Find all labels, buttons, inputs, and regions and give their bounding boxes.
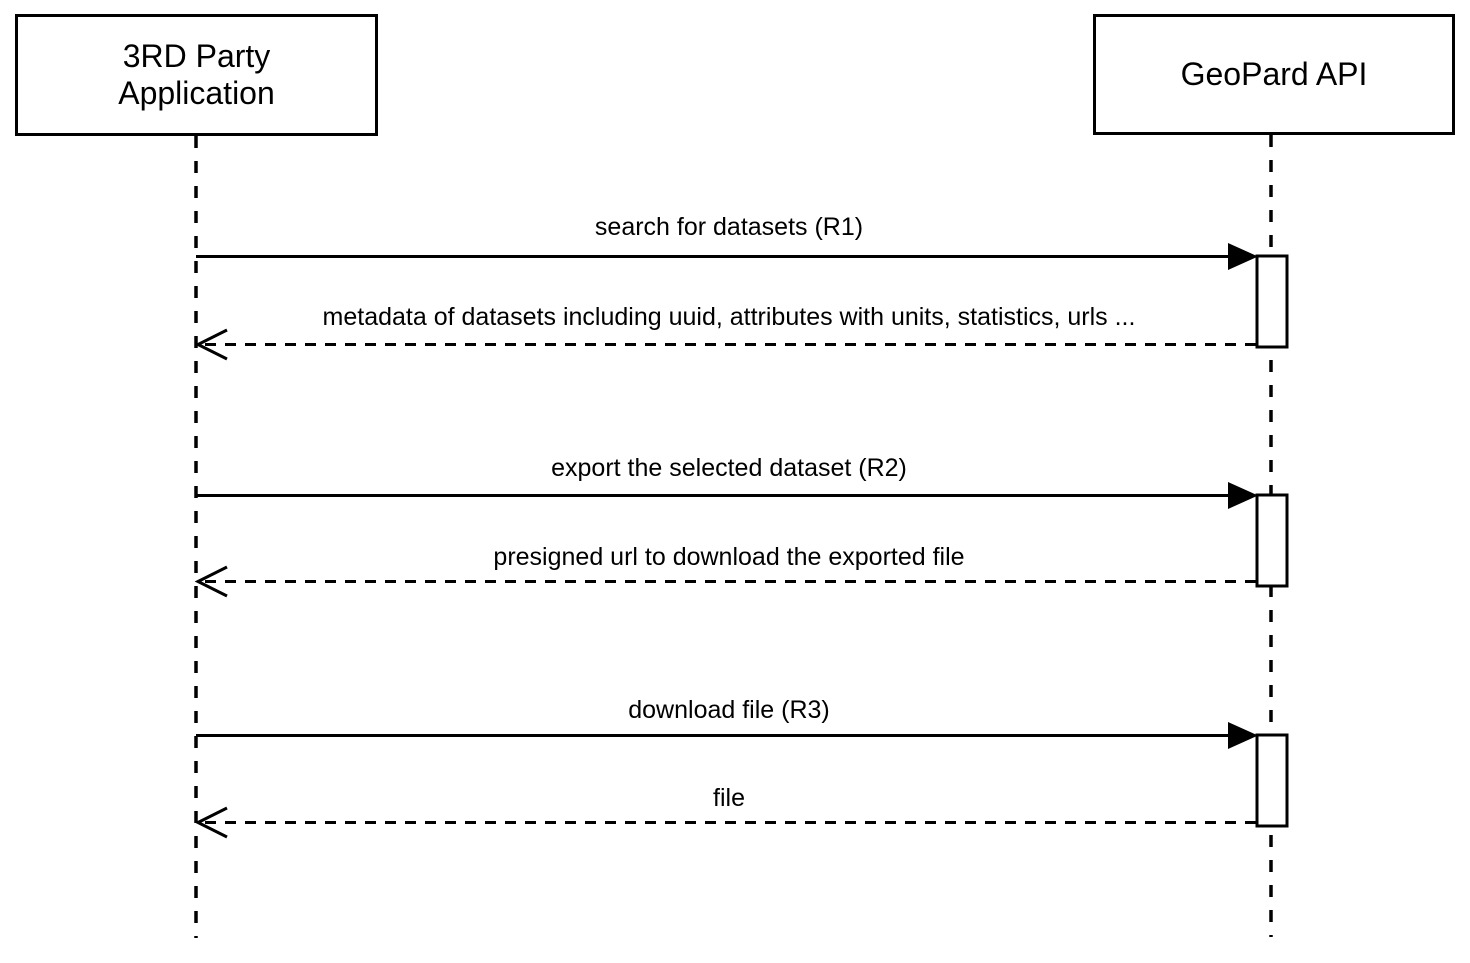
message-arrow-response-presigned-url bbox=[194, 565, 1256, 598]
filled-arrowhead-icon bbox=[1228, 482, 1258, 509]
open-arrowhead-icon bbox=[194, 806, 228, 839]
open-arrowhead-icon bbox=[194, 328, 228, 361]
message-label-file: file bbox=[713, 784, 745, 812]
message-arrow-response-file bbox=[194, 806, 1256, 839]
message-label-download-file: download file (R3) bbox=[628, 696, 830, 724]
activation-bar-2 bbox=[1255, 493, 1289, 588]
filled-arrowhead-icon bbox=[1228, 722, 1258, 749]
message-arrow-request-r1 bbox=[196, 243, 1258, 270]
actor-label-3rd-party-application: 3RD Party Application bbox=[118, 37, 275, 111]
activation-bar-3 bbox=[1255, 733, 1289, 828]
message-arrow-request-r2 bbox=[196, 482, 1258, 509]
message-label-presigned-url: presigned url to download the exported f… bbox=[493, 543, 965, 571]
message-label-search-datasets: search for datasets (R1) bbox=[594, 213, 864, 241]
open-arrowhead-icon bbox=[194, 565, 228, 598]
actor-label-geopard-api: GeoPard API bbox=[1180, 55, 1368, 92]
filled-arrowhead-icon bbox=[1228, 243, 1258, 270]
message-label-export-dataset: export the selected dataset (R2) bbox=[551, 454, 907, 482]
message-arrow-response-metadata bbox=[194, 328, 1256, 361]
activation-bar-1 bbox=[1255, 254, 1289, 349]
actor-box-geopard-api: GeoPard API bbox=[1093, 14, 1455, 135]
message-arrow-request-r3 bbox=[196, 722, 1258, 749]
actor-box-3rd-party-application: 3RD Party Application bbox=[15, 14, 378, 136]
message-label-metadata: metadata of datasets including uuid, att… bbox=[322, 303, 1136, 331]
